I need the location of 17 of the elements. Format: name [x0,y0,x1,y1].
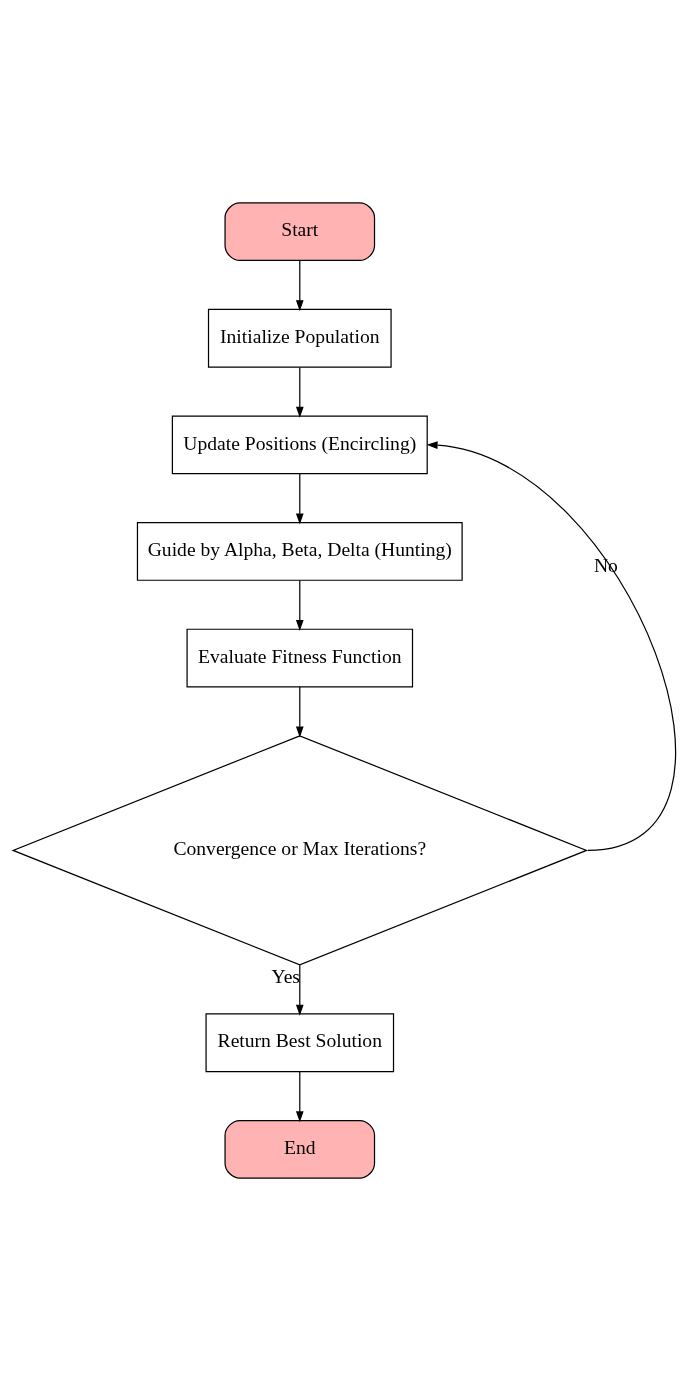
node-box: Guide by Alpha, Beta, Delta (Hunting) [136,521,463,581]
node-diamond: Convergence or Max Iterations? [11,734,589,966]
node-box: Evaluate Fitness Function [186,628,414,687]
arrow [295,472,304,524]
node-box: Return Best Solution [205,1012,395,1072]
arrow [295,259,304,311]
node-box: Initialize Population [207,308,392,368]
arrow [295,685,304,738]
edge-label: Yes [271,965,300,987]
node-box: Start [224,201,376,261]
arrow [295,964,304,1016]
node-box: Update Positions (Encircling) [171,414,428,474]
arrow [426,440,677,851]
node-box: End [224,1119,376,1179]
arrow [295,1070,304,1122]
arrow [295,366,304,418]
arrow [295,579,304,631]
